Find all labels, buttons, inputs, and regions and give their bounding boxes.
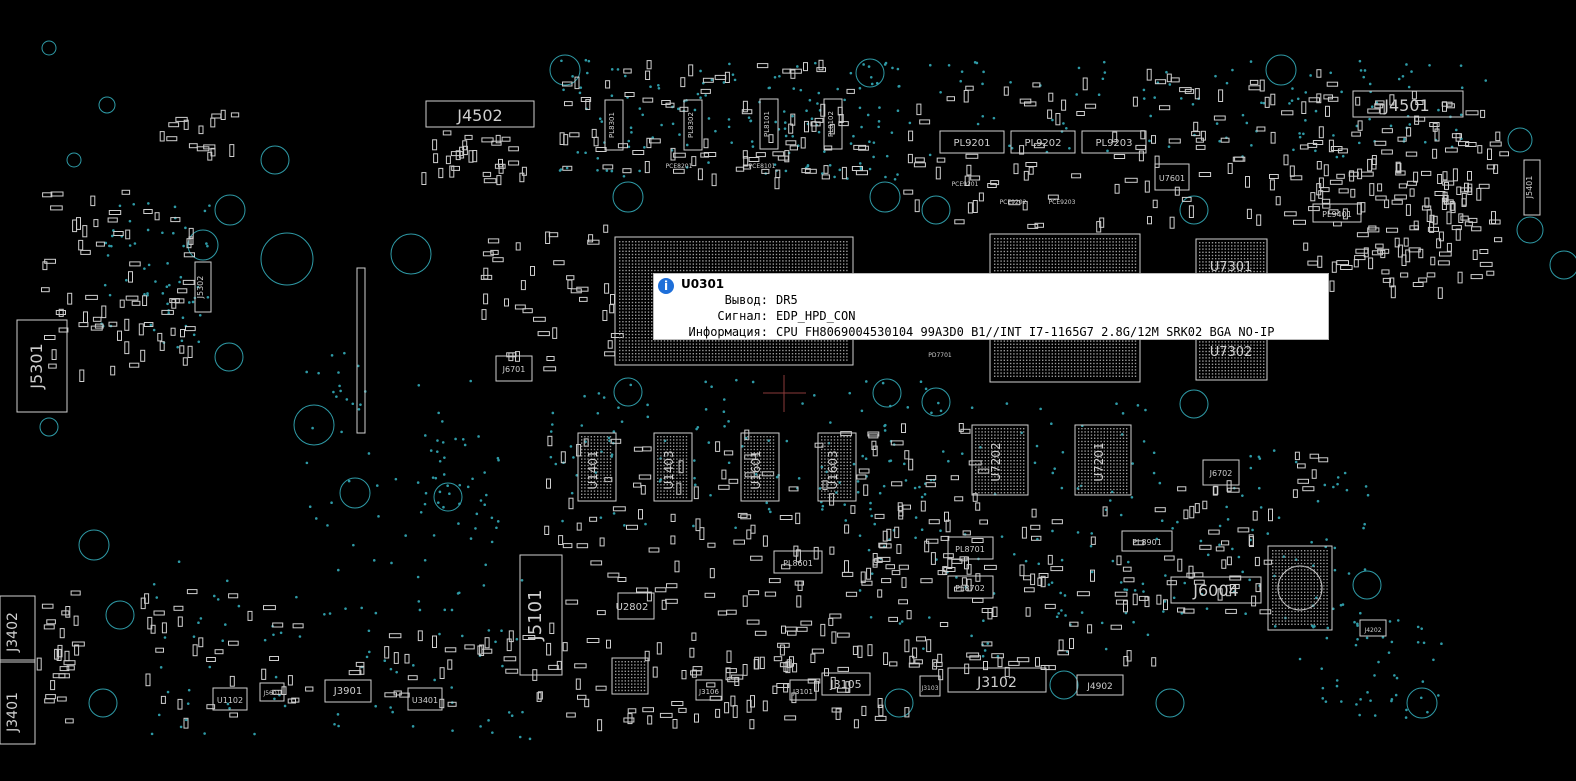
ref-label: J3105 (829, 678, 861, 691)
ref-label: PL8102 (827, 111, 835, 137)
ref-label: J5302 (196, 276, 205, 300)
ref-label: J6004 (1192, 581, 1238, 600)
ref-label: PL8702 (955, 584, 985, 593)
info-label: Информация: (688, 325, 768, 339)
ref-label: U1403 (662, 450, 676, 489)
ref-label: J4502 (456, 106, 502, 125)
u7202-outline[interactable] (971, 424, 1029, 496)
ref-label: J6702 (1209, 469, 1233, 478)
ref-label: U1601 (749, 450, 763, 489)
ref-label: U7601 (1159, 174, 1185, 183)
ref-label: J4501 (1383, 96, 1429, 115)
ref-label: PCE8101 (749, 163, 776, 170)
ref-label: U1401 (586, 450, 600, 489)
ref-label: PL9202 (1024, 138, 1061, 149)
ref-label: U3401 (412, 696, 438, 705)
ref-label: J5601 (262, 690, 280, 697)
ref-label: J6701 (502, 365, 526, 374)
ref-label: PCE8201 (666, 163, 693, 170)
bga-balls (975, 428, 1025, 494)
ref-label: PL8301 (608, 112, 616, 138)
ref-label: PL8302 (687, 112, 695, 138)
via-layer (39, 40, 1576, 741)
bga-balls (657, 436, 688, 499)
inductors[interactable] (212, 98, 1362, 711)
ref-label: J3402 (5, 612, 21, 653)
u7201-outline[interactable] (1074, 424, 1132, 496)
memory-chips[interactable] (577, 432, 857, 502)
bga-balls (615, 661, 646, 692)
ref-label: PL9201 (953, 138, 990, 149)
ref-label: J3901 (333, 686, 362, 697)
ref-label: PCE9202 (1000, 199, 1027, 206)
ref-label: PL9401 (1322, 210, 1352, 219)
ref-label: U2802 (616, 602, 649, 613)
ref-label: U7302 (1210, 345, 1253, 360)
ref-label: J5301 (27, 343, 46, 389)
ref-label: U7201 (1092, 442, 1106, 481)
pin-value: DR5 (776, 293, 798, 307)
info-value: CPU FH8069004530104 99A3D0 B1//INT I7-11… (776, 325, 1275, 339)
tooltip-row-pin: Вывод: DR5 (654, 293, 798, 307)
ref-label: U7301 (1210, 260, 1253, 275)
ref-label: J4202 (1363, 627, 1381, 634)
ref-label: J3101 (792, 688, 813, 696)
signal-label: Сигнал: (717, 309, 768, 323)
bga-balls (1078, 428, 1128, 494)
pin-label: Вывод: (724, 293, 768, 307)
bga-balls (744, 436, 775, 499)
component-info-tooltip: i U0301 Вывод: DR5 Сигнал: EDP_HPD_CON Инф… (653, 273, 1329, 340)
tooltip-row-info: Информация: CPU FH8069004530104 99A3D0 B1… (654, 325, 1275, 339)
ref-label: J3106 (698, 688, 719, 696)
ref-label: PL8101 (763, 111, 771, 137)
connectors[interactable] (0, 90, 1541, 745)
bga-balls (821, 436, 852, 499)
ref-label: PL8701 (955, 545, 985, 554)
ref-label: U7202 (989, 442, 1003, 481)
ref-label: PCE9201 (952, 181, 979, 188)
ref-label: J5401 (1525, 176, 1534, 200)
ref-label: PD7701 (928, 352, 952, 359)
ref-label: J3102 (976, 675, 1017, 691)
signal-value: EDP_HPD_CON (776, 309, 856, 323)
ref-label: PL8901 (1132, 538, 1162, 547)
ref-label: PCE9203 (1049, 199, 1076, 206)
cursor-crosshair (763, 375, 806, 412)
bga-balls (581, 436, 612, 499)
tooltip-row-signal: Сигнал: EDP_HPD_CON (654, 309, 855, 323)
bga-balls (1272, 550, 1328, 625)
ref-label: J5101 (525, 589, 546, 641)
ref-label: U1603 (826, 450, 840, 489)
tooltip-title: U0301 (681, 277, 725, 291)
ref-label: PL8601 (783, 559, 813, 568)
ref-label: J3401 (5, 692, 21, 733)
pad-layer (36, 59, 1510, 732)
ref-label: U1102 (217, 696, 243, 705)
bga-small-bottom[interactable] (611, 657, 649, 695)
ref-label: PL9203 (1095, 138, 1132, 149)
ref-label: J4902 (1086, 682, 1113, 692)
info-icon: i (658, 278, 674, 294)
ref-label: J3103 (920, 685, 938, 692)
j6004-area-chip[interactable] (1267, 545, 1333, 631)
